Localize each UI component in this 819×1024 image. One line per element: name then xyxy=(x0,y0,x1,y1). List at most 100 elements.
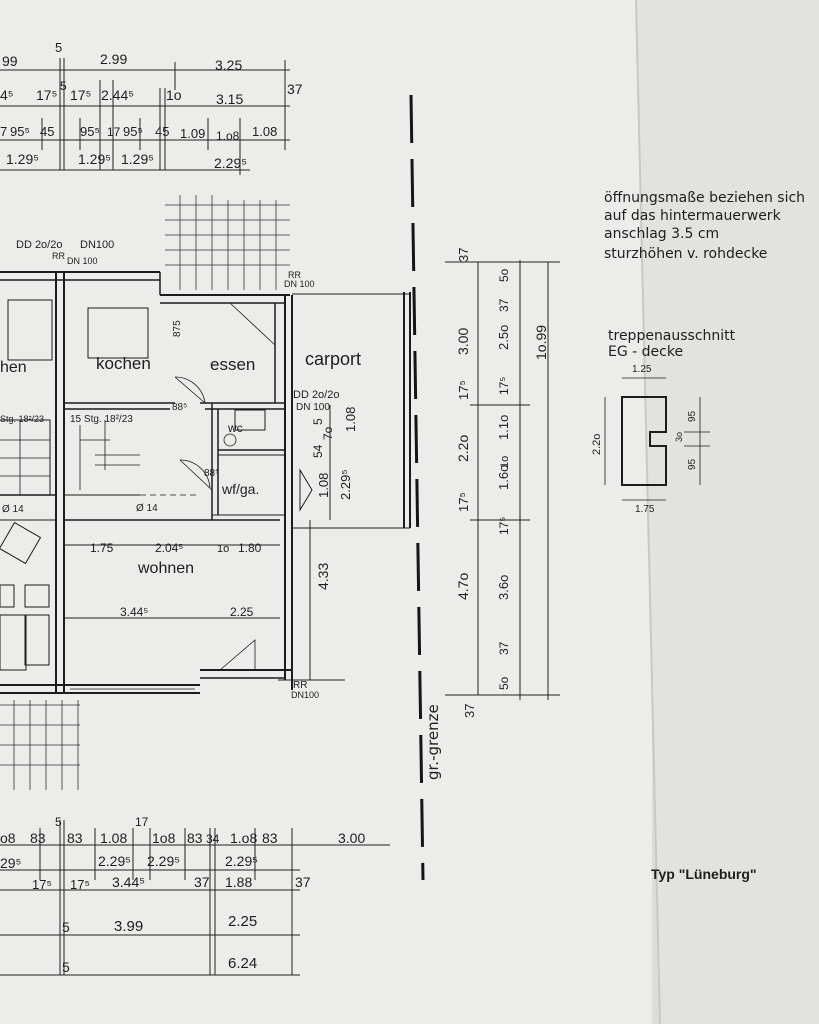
note-line-4: sturzhöhen v. rohdecke xyxy=(604,246,767,262)
bottom-dim-29: 29⁵ xyxy=(0,855,21,871)
bottom-dim-108c: 1.o8 xyxy=(230,830,257,846)
plan-dim-w3: 1o xyxy=(217,543,229,555)
top-dim-129b: 1.29⁵ xyxy=(78,151,111,167)
label-rr-bottom: RR xyxy=(293,680,307,691)
plan-dim-v7: 1.08 xyxy=(343,407,358,432)
bottom-dim-624: 6.24 xyxy=(228,955,257,972)
bottom-dim-5a: 5 xyxy=(55,815,62,829)
right-dim-c2-160: 1.6o xyxy=(496,465,511,490)
label-dn-bottom: DN100 xyxy=(291,690,319,700)
terrace-grid-bottom xyxy=(0,700,80,790)
top-dim-315: 3.15 xyxy=(216,91,243,107)
top-dim-37: 37 xyxy=(287,81,303,97)
bottom-dim-83b: 83 xyxy=(67,830,83,846)
top-dim-7: 7 xyxy=(0,124,7,139)
bottom-dim-83d: 83 xyxy=(262,830,278,846)
right-dim-c2-110: 1.1o xyxy=(496,415,511,440)
property-boundary-line xyxy=(409,94,425,881)
terrace-grid-top xyxy=(165,195,290,290)
right-dim-c2-175b: 17⁵ xyxy=(497,517,511,535)
detail-dim-r3: 95 xyxy=(687,458,698,470)
note-line-2: auf das hintermauerwerk xyxy=(604,208,782,224)
label-dn-right: DN 100 xyxy=(284,279,315,289)
plan-dim-v5: 54 xyxy=(311,444,325,458)
bottom-dim-229c: 2.29⁵ xyxy=(225,853,258,869)
label-dn-top: DN100 xyxy=(80,239,114,251)
plan-dim-w2: 2.04⁵ xyxy=(155,541,183,555)
top-dim-1o: 1o xyxy=(166,87,182,103)
bottom-dim-83a: 83 xyxy=(30,830,46,846)
bottom-dim-225: 2.25 xyxy=(228,913,257,930)
type-label: Typ "Lüneburg" xyxy=(651,866,757,882)
bottom-dim-229a: 2.29⁵ xyxy=(98,853,131,869)
right-dim-c2-50b: 5o xyxy=(497,676,511,690)
right-dim-c2-10: 1o xyxy=(499,456,511,468)
room-label-hen: hen xyxy=(0,359,27,376)
top-dim-95a: 95⁵ xyxy=(10,124,30,139)
right-dim-c1-175b: 17⁵ xyxy=(456,492,471,512)
bottom-dim-text: o8 83 5 83 1.08 17 1o8 83 34 1.o8 83 3.0… xyxy=(0,815,365,975)
bottom-dim-o8: o8 xyxy=(0,830,16,846)
right-dim-total: 1o.99 xyxy=(533,325,549,360)
right-dim-c2-37b: 37 xyxy=(497,641,511,655)
bottom-dim-188: 1.88 xyxy=(225,874,252,890)
bottom-dim-399: 3.99 xyxy=(114,918,143,935)
label-phi-left: Ø 14 xyxy=(2,504,24,515)
floor-plan-walls xyxy=(0,271,293,694)
top-dim-299: 2.99 xyxy=(100,51,127,67)
top-dim-95b: 95⁵ xyxy=(80,124,100,139)
carport-outline xyxy=(292,292,411,529)
right-dim-c1-37a: 37 xyxy=(456,248,471,262)
plan-dim-b1: 3.44⁵ xyxy=(120,605,148,619)
right-dim-c2-50a: 5o xyxy=(497,268,511,282)
bottom-dim-34: 34 xyxy=(206,832,220,846)
right-dim-c2-175a: 17⁵ xyxy=(497,377,511,395)
detail-dim-top: 1.25 xyxy=(632,364,652,375)
plan-annotations: DD 2o/2o DN100 RR DN 100 RR DN 100 DD 2o… xyxy=(0,239,339,700)
top-dim-5b: 5 xyxy=(60,79,67,93)
plan-dim-b2: 2.25 xyxy=(230,605,254,619)
label-88b: 88⁵ xyxy=(204,468,219,479)
room-label-wohnen: wohnen xyxy=(137,560,194,577)
bottom-dim-108b: 1o8 xyxy=(152,830,176,846)
bottom-dim-83c: 83 xyxy=(187,830,203,846)
right-dim-c2-360: 3.6o xyxy=(496,575,511,600)
plan-dim-text: 1.75 2.04⁵ 1o 1.80 3.44⁵ 2.25 4.33 1.08 … xyxy=(90,407,358,619)
right-dimension-chains xyxy=(445,260,560,700)
label-88a: 88⁵ xyxy=(172,402,187,413)
right-dim-c1-220: 2.2o xyxy=(455,435,471,462)
top-dim-244: 2.44⁵ xyxy=(101,87,134,103)
room-label-kochen: kochen xyxy=(96,354,151,373)
room-label-wfga: wf/ga. xyxy=(221,481,259,497)
right-dim-c2-250: 2.5o xyxy=(496,325,511,350)
label-dd-top: DD 2o/2o xyxy=(16,239,62,251)
bottom-dim-108a: 1.08 xyxy=(100,830,127,846)
plan-dim-v3: 2.29⁵ xyxy=(338,469,353,500)
right-dim-c2-37a: 37 xyxy=(497,298,511,312)
paper-right xyxy=(636,0,819,1024)
notes-block: öffnungsmaße beziehen sich auf das hinte… xyxy=(604,190,805,262)
top-dimension-chains xyxy=(0,58,290,175)
top-dim-17-5a: 17⁵ xyxy=(36,87,57,103)
bottom-dim-5c: 5 xyxy=(62,959,70,975)
detail-dim-r1: 95 xyxy=(687,410,698,422)
bottom-dim-344: 3.44⁵ xyxy=(112,874,145,890)
top-dim-129c: 1.29⁵ xyxy=(121,151,154,167)
label-gr-grenze: gr.-grenze xyxy=(424,704,442,780)
top-dim-109: 1.09 xyxy=(180,126,205,141)
top-dim-108b: 1.08 xyxy=(252,124,277,139)
right-dim-c1-175a: 17⁵ xyxy=(456,380,471,400)
right-dim-c1-470: 4.7o xyxy=(455,573,471,600)
top-dim-325: 3.25 xyxy=(215,57,242,73)
detail-dim-left: 2.2o xyxy=(591,434,603,455)
detail-dim-bottom: 1.75 xyxy=(635,504,655,515)
top-dim-99: 99 xyxy=(2,53,18,69)
top-dim-text: 99 5 2.99 3.25 4⁵ 17⁵ 5 17⁵ 2.44⁵ 1o 3.1… xyxy=(0,40,303,171)
plan-dim-v4: 5 xyxy=(311,418,325,425)
right-dim-text: 37 3.00 17⁵ 2.2o 17⁵ 4.7o 37 5o 2.5o 37 … xyxy=(455,248,549,718)
bottom-dim-175a: 17⁵ xyxy=(32,877,52,892)
bottom-dim-175b: 17⁵ xyxy=(70,877,90,892)
plan-dim-w4: 1.80 xyxy=(238,541,262,555)
label-stg-mid: 15 Stg. 18²/23 xyxy=(70,414,133,425)
